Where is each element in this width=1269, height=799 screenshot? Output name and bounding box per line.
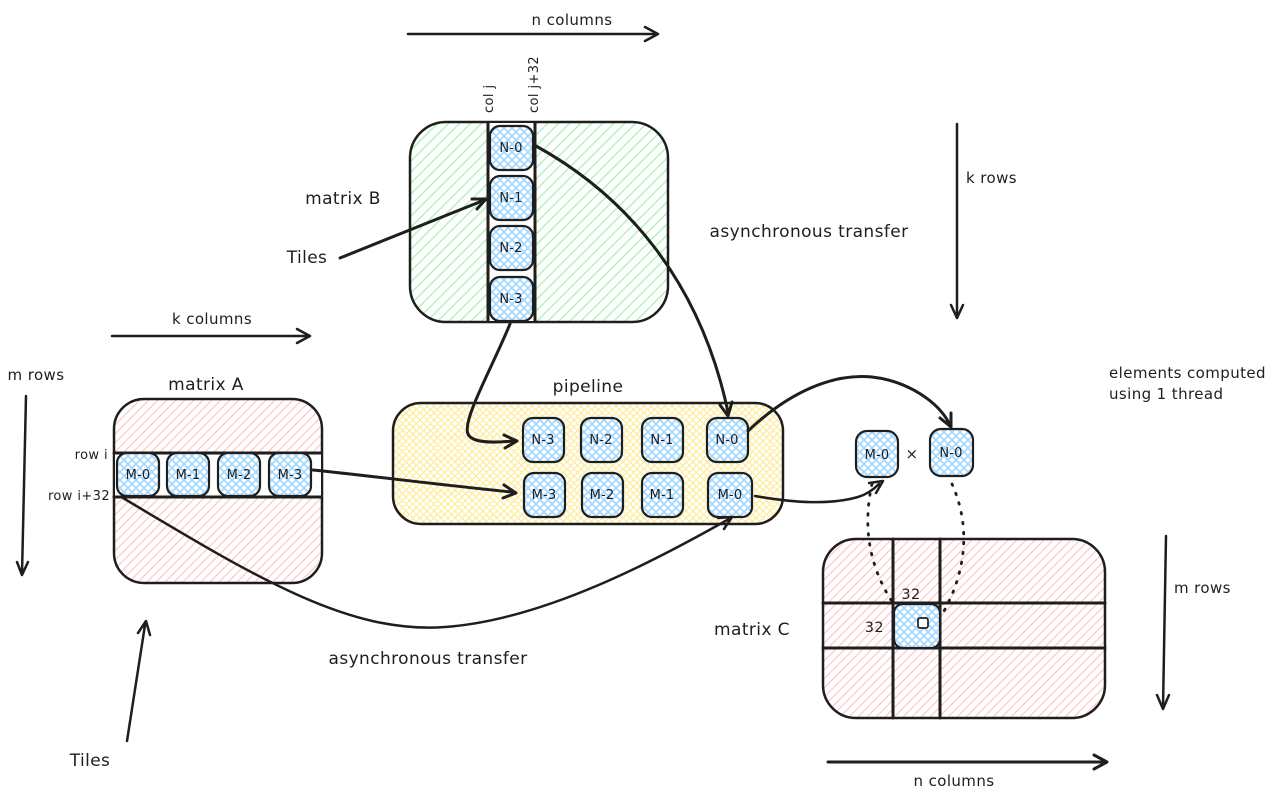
arrow-b-n0-to-pipeline [534, 144, 734, 418]
tile-p-n2-label: N-2 [589, 433, 612, 448]
c-m-rows-arrow [1155, 534, 1171, 711]
tile-p-m1: M-1 [640, 471, 685, 519]
tile-a-m3: M-3 [267, 451, 313, 498]
c-n-columns-arrow [826, 753, 1109, 771]
matrix-c-tile-width-label: 32 [901, 587, 920, 603]
tile-p-n0: N-0 [705, 416, 750, 464]
matrix-b-col-j-label: col j [482, 85, 497, 113]
tile-a-m1-label: M-1 [176, 468, 201, 483]
matrix-a-title: matrix A [168, 375, 244, 395]
tile-b-n3-label: N-3 [499, 292, 522, 307]
tile-compute-n0: N-0 [928, 427, 975, 478]
tile-a-m0-label: M-0 [126, 468, 151, 483]
tile-c-result [892, 602, 942, 650]
matrix-c-tile-height-label: 32 [865, 620, 884, 636]
a-k-columns-arrow [110, 327, 312, 345]
matrix-a-row-i-label: row i [75, 448, 108, 463]
tile-p-m0-label: M-0 [718, 488, 743, 503]
b-k-rows-arrow [949, 122, 965, 320]
transfer-top-label: asynchronous transfer [710, 222, 909, 242]
a-k-columns-label: k columns [172, 310, 252, 328]
pipeline-title: pipeline [553, 377, 624, 397]
tile-compute-n0-label: N-0 [939, 446, 962, 461]
matrix-b: N-0 N-1 N-2 N-3 col j col j+32 matrix B [305, 56, 670, 324]
tile-b-n0: N-0 [488, 124, 535, 172]
tile-p-n1: N-1 [640, 416, 685, 464]
pipeline: pipeline N-3 N-2 N-1 N-0 M-3 M-2 M-1 [391, 377, 785, 526]
a-m-rows-label: m rows [8, 366, 65, 384]
axis-c-rows: m rows [1155, 534, 1231, 711]
tile-a-m0: M-0 [115, 451, 161, 498]
tile-b-n1: N-1 [488, 174, 535, 222]
compute-note-line2: using 1 thread [1109, 385, 1223, 403]
tiles-top-label: Tiles [286, 248, 328, 268]
arrow-a-m3-to-pipeline [311, 468, 518, 500]
tile-p-n0-label: N-0 [715, 433, 738, 448]
b-n-columns-label: n columns [532, 11, 613, 29]
dotted-n0-to-matrix-c [942, 482, 966, 613]
tile-b-n2-label: N-2 [499, 241, 522, 256]
tile-p-n2: N-2 [579, 416, 624, 464]
tile-p-n3-label: N-3 [531, 433, 554, 448]
tile-compute-m0-label: M-0 [865, 448, 890, 463]
multiply-operator: × [906, 445, 919, 463]
tile-b-n3: N-3 [488, 275, 535, 323]
tiles-bottom-label: Tiles [69, 751, 111, 771]
tile-a-m2-label: M-2 [227, 468, 252, 483]
compute-note-line1: elements computed [1109, 364, 1266, 382]
tile-compute-m0: M-0 [854, 429, 900, 479]
axis-a-columns: k columns [110, 310, 312, 345]
tiles-top-arrow [338, 197, 488, 260]
axis-b-rows: k rows [949, 122, 1017, 320]
matrix-b-title: matrix B [305, 189, 381, 209]
b-n-columns-arrow [406, 25, 660, 43]
axis-b-columns: n columns [406, 11, 660, 43]
a-m-rows-arrow [15, 394, 30, 577]
tiles-annotation-bottom: Tiles [69, 619, 152, 771]
tile-p-m3-label: M-3 [532, 488, 557, 503]
c-n-columns-label: n columns [914, 772, 995, 790]
tile-p-m0: M-0 [706, 471, 754, 519]
tile-a-m2: M-2 [216, 451, 262, 498]
tile-a-m3-label: M-3 [278, 468, 303, 483]
tile-p-n3: N-3 [521, 416, 566, 464]
matrix-a-row-i32-label: row i+32 [48, 489, 110, 504]
tile-b-n1-label: N-1 [499, 191, 522, 206]
arrow-pipeline-n0-to-compute [746, 374, 953, 433]
matrix-a: M-0 M-1 M-2 M-3 row i row i+32 matrix A [48, 375, 324, 585]
tile-b-n2: N-2 [488, 224, 535, 272]
arrow-a-m0-to-pipeline-transfer [121, 496, 734, 629]
tile-b-n0-label: N-0 [499, 141, 522, 156]
matrix-c: 32 32 matrix C [714, 537, 1107, 720]
axis-c-columns: n columns [826, 753, 1109, 790]
tile-p-n1-label: N-1 [650, 433, 673, 448]
arrow-b-n3-to-pipeline [465, 322, 519, 450]
compute-expression: M-0 × N-0 elements computed using 1 thre… [854, 364, 1266, 479]
matrix-b-column-lines [486, 121, 537, 323]
tile-a-m1: M-1 [165, 451, 211, 498]
transfer-annotations: asynchronous transfer asynchronous trans… [329, 222, 909, 669]
tile-p-m1-label: M-1 [650, 488, 675, 503]
pipeline-body [391, 401, 785, 526]
b-k-rows-label: k rows [966, 169, 1017, 187]
computed-element-marker [917, 617, 929, 629]
c-m-rows-label: m rows [1174, 579, 1231, 597]
tiles-bottom-arrow [125, 619, 152, 743]
axis-a-rows: m rows [8, 366, 65, 577]
tiles-annotation-top: Tiles [286, 197, 488, 268]
matrix-c-title: matrix C [714, 620, 790, 640]
tile-p-m3: M-3 [522, 471, 567, 519]
arrow-pipeline-m0-to-compute [753, 479, 885, 504]
tile-p-m2-label: M-2 [590, 488, 615, 503]
dotted-m0-to-matrix-c [866, 482, 893, 602]
transfer-bottom-label: asynchronous transfer [329, 649, 528, 669]
matrix-b-col-j32-label: col j+32 [527, 56, 542, 113]
tile-p-m2: M-2 [580, 471, 625, 519]
matrix-b-body [408, 120, 670, 324]
